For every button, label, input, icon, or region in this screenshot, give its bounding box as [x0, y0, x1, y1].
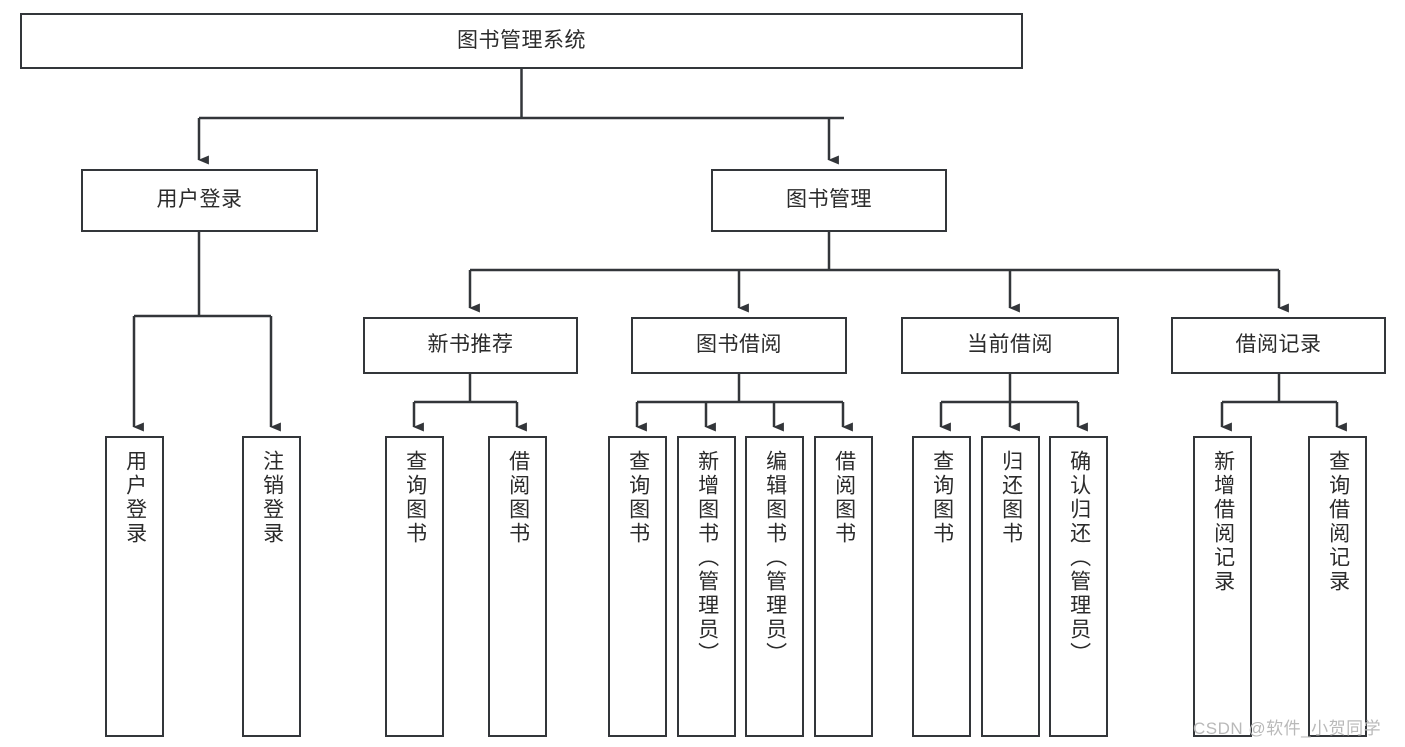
node-label: 新增图书（管理员） — [695, 450, 719, 666]
node-leaf-return-book[interactable]: 归还图书 — [981, 436, 1040, 737]
node-label: 借阅图书 — [506, 450, 530, 546]
node-leaf-edit-book-admin[interactable]: 编辑图书（管理员） — [745, 436, 804, 737]
node-label: 新书推荐 — [427, 333, 514, 357]
node-borrow-record[interactable]: 借阅记录 — [1171, 317, 1386, 374]
node-label: 查询图书 — [930, 450, 954, 546]
node-book-manage[interactable]: 图书管理 — [711, 169, 947, 232]
node-label: 图书管理系统 — [457, 28, 586, 52]
node-leaf-query-book-current[interactable]: 查询图书 — [912, 436, 971, 737]
node-label: 图书管理 — [786, 188, 872, 212]
node-leaf-user-login[interactable]: 用户登录 — [105, 436, 164, 737]
node-label: 查询图书 — [626, 450, 650, 546]
node-label: 借阅图书 — [832, 450, 856, 546]
node-leaf-query-book-recommend[interactable]: 查询图书 — [385, 436, 444, 737]
node-leaf-query-borrow-record[interactable]: 查询借阅记录 — [1308, 436, 1367, 737]
node-leaf-add-book-admin[interactable]: 新增图书（管理员） — [677, 436, 736, 737]
node-label: 查询借阅记录 — [1326, 450, 1350, 594]
node-leaf-borrow-book-borrow[interactable]: 借阅图书 — [814, 436, 873, 737]
node-current-borrow[interactable]: 当前借阅 — [901, 317, 1119, 374]
node-label: 编辑图书（管理员） — [763, 450, 787, 666]
node-label: 归还图书 — [999, 450, 1023, 546]
node-user-login[interactable]: 用户登录 — [81, 169, 318, 232]
node-label: 图书借阅 — [696, 333, 782, 357]
node-leaf-borrow-book-recommend[interactable]: 借阅图书 — [488, 436, 547, 737]
node-leaf-add-borrow-record[interactable]: 新增借阅记录 — [1193, 436, 1252, 737]
node-new-book-recommend[interactable]: 新书推荐 — [363, 317, 578, 374]
node-label: 查询图书 — [403, 450, 427, 546]
node-leaf-query-book-borrow[interactable]: 查询图书 — [608, 436, 667, 737]
node-book-borrow[interactable]: 图书借阅 — [631, 317, 847, 374]
node-leaf-logout-login[interactable]: 注销登录 — [242, 436, 301, 737]
node-label: 用户登录 — [156, 188, 243, 212]
node-book-management-system[interactable]: 图书管理系统 — [20, 13, 1023, 69]
node-label: 用户登录 — [123, 450, 147, 546]
node-label: 当前借阅 — [967, 333, 1053, 357]
node-label: 借阅记录 — [1235, 333, 1322, 357]
node-label: 确认归还（管理员） — [1067, 450, 1091, 666]
node-label: 新增借阅记录 — [1211, 450, 1235, 594]
node-label: 注销登录 — [260, 450, 284, 546]
node-leaf-confirm-return-admin[interactable]: 确认归还（管理员） — [1049, 436, 1108, 737]
